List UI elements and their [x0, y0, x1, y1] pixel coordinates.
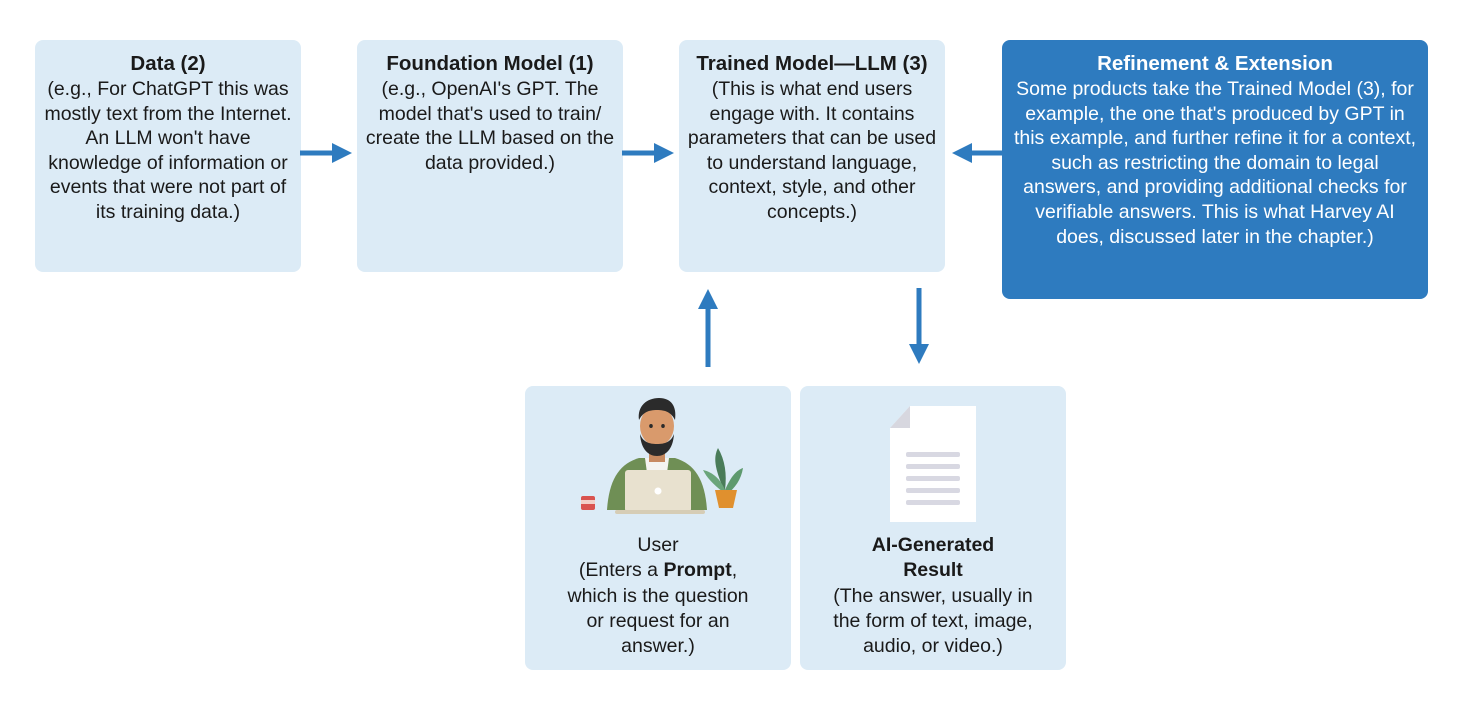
user-line-2: (Enters a Prompt, — [525, 558, 791, 583]
foundation-model-box-title: Foundation Model (1) — [386, 52, 594, 75]
refinement-box: Refinement & Extension Some products tak… — [1002, 40, 1428, 299]
user-line-3: which is the question — [567, 584, 749, 607]
result-title-line-1: AI-Generated — [871, 534, 995, 556]
arrow-foundation-to-trained — [622, 143, 674, 163]
user-line-2-prefix: (Enters a — [578, 559, 664, 582]
result-box: AI-Generated Result (The answer, usually… — [800, 386, 1066, 670]
trained-model-box-body: (This is what end users engage with. It … — [687, 78, 937, 223]
person-at-laptop-icon — [581, 398, 743, 514]
arrow-data-to-foundation — [300, 143, 352, 163]
data-box-title: Data (2) — [130, 52, 206, 75]
result-line-2: the form of text, image, — [833, 609, 1033, 632]
refinement-box-title: Refinement & Extension — [1097, 52, 1333, 75]
prompt-term: Prompt — [663, 559, 732, 582]
trained-model-box: Trained Model—LLM (3) (This is what end … — [679, 40, 945, 272]
result-line-3: audio, or video.) — [863, 635, 1003, 658]
user-box-text: User (Enters a Prompt, which is the ques… — [525, 533, 791, 659]
refinement-box-body: Some products take the Trained Model (3)… — [1013, 78, 1417, 248]
result-title-line-2: Result — [903, 559, 963, 582]
document-icon — [890, 406, 976, 522]
foundation-model-box-body: (e.g., OpenAI's GPT. The model that's us… — [365, 78, 615, 174]
user-label: User — [637, 534, 679, 556]
result-line-1: (The answer, usually in — [833, 584, 1033, 607]
arrow-refinement-to-trained — [952, 143, 1004, 163]
user-box: User (Enters a Prompt, which is the ques… — [525, 386, 791, 670]
arrow-trained-to-result — [909, 288, 929, 364]
user-line-2-suffix: , — [731, 559, 738, 582]
foundation-model-box: Foundation Model (1) (e.g., OpenAI's GPT… — [357, 40, 623, 272]
trained-model-box-title: Trained Model—LLM (3) — [696, 52, 928, 75]
result-box-text: AI-Generated Result (The answer, usually… — [800, 533, 1066, 659]
arrow-user-to-trained — [698, 289, 718, 367]
user-line-4: or request for an — [586, 609, 730, 632]
data-box-body: (e.g., For ChatGPT this was mostly text … — [44, 78, 292, 223]
user-line-5: answer.) — [621, 635, 695, 658]
data-box: Data (2) (e.g., For ChatGPT this was mos… — [35, 40, 301, 272]
